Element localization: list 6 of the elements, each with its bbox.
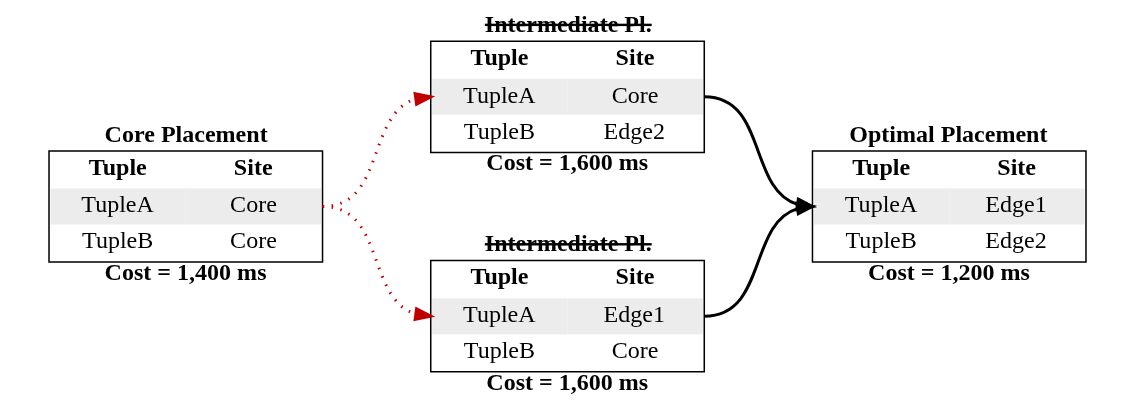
node-label: Intermediate Pl. [484, 10, 652, 37]
node-label: Core Placement [104, 120, 268, 147]
arrow [322, 205, 436, 322]
node-label: Intermediate Pl. [484, 230, 652, 257]
arrow [704, 201, 817, 318]
node-label: Optimal Placement [849, 120, 1048, 147]
